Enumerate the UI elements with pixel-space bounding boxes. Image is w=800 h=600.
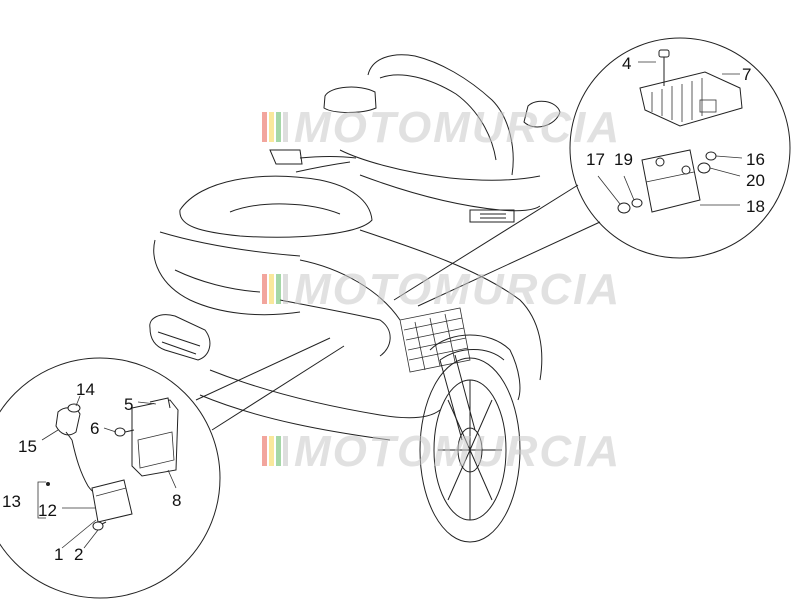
- callout-6: 6: [90, 419, 99, 438]
- dot-13: [46, 482, 50, 486]
- watermark-text: MOTOMURCIA: [294, 103, 621, 152]
- inset-leader-bottom: [195, 337, 331, 401]
- nut-part: [617, 198, 643, 214]
- callout-7: 7: [742, 65, 751, 84]
- callout-15: 15: [18, 437, 37, 456]
- leader-5: [137, 401, 157, 405]
- watermark-top: MOTOMURCIA: [262, 103, 621, 152]
- callout-18: 18: [746, 197, 765, 216]
- watermark-middle: MOTOMURCIA: [262, 265, 621, 314]
- voltage-regulator-part: [639, 71, 743, 127]
- inset-circle-bottom: [0, 357, 221, 599]
- spacer-part: [697, 151, 717, 174]
- watermark-text: MOTOMURCIA: [294, 265, 621, 314]
- leader-2: [83, 529, 99, 549]
- callout-13: 13: [2, 492, 21, 511]
- callout-17: 17: [586, 150, 605, 169]
- leader-16: [715, 155, 743, 159]
- screw-4: [658, 49, 670, 86]
- callout-1: 1: [54, 545, 63, 564]
- leader-8: [167, 469, 177, 489]
- inset-leader-bottom-2: [211, 345, 345, 431]
- ignition-coil-part: [55, 403, 81, 441]
- watermark-bottom: MOTOMURCIA: [262, 427, 621, 476]
- callout-4: 4: [622, 54, 631, 73]
- screw-6: [114, 427, 135, 437]
- control-unit-part: [91, 479, 133, 523]
- callout-8: 8: [172, 491, 181, 510]
- inset-circle-top: [569, 37, 791, 259]
- leader-14: [75, 395, 81, 407]
- bracket-13: [37, 481, 46, 519]
- scooter-drawing: [149, 54, 561, 543]
- inset-leader-top: [393, 184, 579, 301]
- callout-12: 12: [38, 501, 57, 520]
- leader-20: [709, 167, 741, 177]
- callout-2: 2: [74, 545, 83, 564]
- leader-15: [41, 429, 59, 441]
- leader-1: [61, 519, 97, 549]
- watermark-text: MOTOMURCIA: [294, 427, 621, 476]
- callout-20: 20: [746, 171, 765, 190]
- inset-leader-top-2: [417, 221, 601, 307]
- cdi-module-part: [131, 397, 179, 477]
- callout-14: 14: [76, 380, 95, 399]
- leader-6: [103, 427, 117, 433]
- bracket-part: [641, 149, 701, 213]
- cdi-inset: 14 15 5 6 8 13 12 1 2: [0, 337, 345, 599]
- callout-5: 5: [124, 395, 133, 414]
- regulator-inset: 4 7 16 20 18 17 19: [393, 37, 791, 307]
- callout-16: 16: [746, 150, 765, 169]
- screw-2: [92, 521, 107, 531]
- leader-19: [623, 175, 635, 201]
- leader-17: [597, 175, 621, 205]
- watermark-stripes: [262, 112, 288, 142]
- callout-19: 19: [614, 150, 633, 169]
